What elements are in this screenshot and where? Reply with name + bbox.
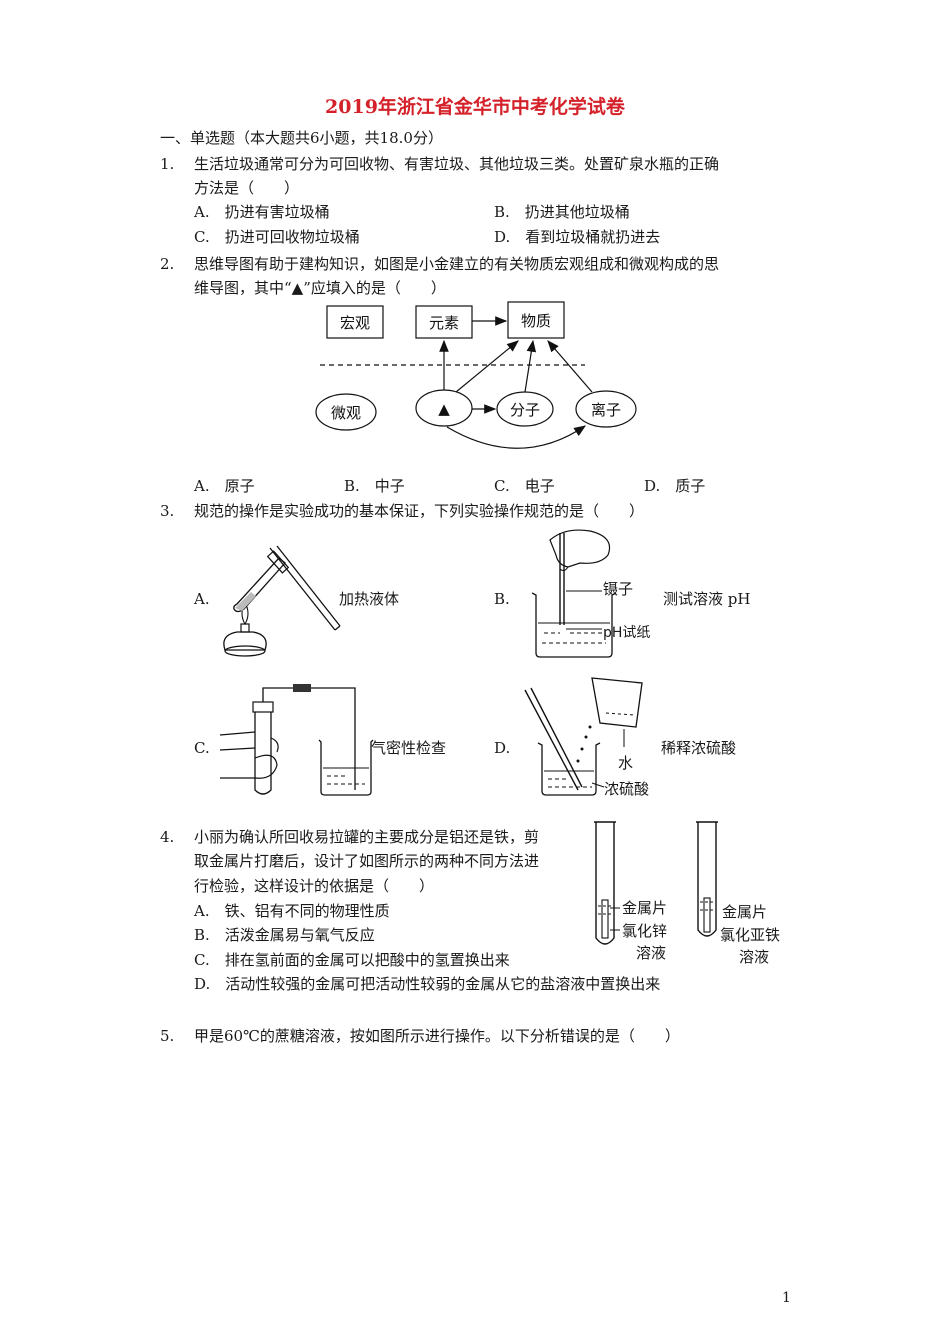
element-box <box>415 305 473 339</box>
q4-option-c: C. 排在氢前面的金属可以把酸中的氢置换出来 <box>194 951 510 969</box>
arrow-triangle-substance <box>455 340 519 393</box>
page-title: 2019年浙江省金华市中考化学试卷 <box>325 96 625 118</box>
q4-stem-line2: 取金属片打磨后，设计了如图所示的两种不同方法进 <box>194 852 540 870</box>
q3-option-b-text: 测试溶液 pH <box>663 590 751 608</box>
q2-option-c: C. 电子 <box>494 477 555 495</box>
q2-stem-line2: 维导图，其中“▲”应填入的是（ ） <box>194 279 446 297</box>
macro-box <box>326 305 384 339</box>
q4-option-d: D. 活动性较强的金属可把活动性较弱的金属从它的盐溶液中置换出来 <box>194 975 661 993</box>
q5-stem: 甲是60℃的蔗糖溶液，按如图所示进行操作。以下分析错误的是（ ） <box>194 1027 680 1045</box>
q3-number: 3. <box>160 502 175 520</box>
micro-label: 微观 <box>331 404 361 422</box>
dilute-acid-illustration <box>524 677 643 796</box>
q5-number: 5. <box>160 1027 175 1045</box>
airtightness-check-illustration <box>219 684 374 796</box>
macro-label: 宏观 <box>340 314 370 332</box>
tube1-solution-label2: 溶液 <box>636 944 667 962</box>
q1-number: 1. <box>160 155 175 173</box>
arrow-molecule-substance <box>524 339 537 393</box>
ph-test-illustration <box>531 529 617 658</box>
ph-paper-label: pH试纸 <box>603 625 651 641</box>
tweezers-label: 镊子 <box>603 580 634 598</box>
substance-box <box>507 301 565 339</box>
molecule-label: 分子 <box>510 401 540 419</box>
q2-stem-line1: 思维导图有助于建构知识，如图是小金建立的有关物质宏观组成和微观构成的思 <box>194 255 720 273</box>
section-heading: 一、单选题（本大题共6小题，共18.0分） <box>160 129 443 147</box>
q3-option-c-text: 气密性检查 <box>371 739 447 757</box>
q3-option-d-text: 稀释浓硫酸 <box>661 739 737 757</box>
q1-option-b: B. 扔进其他垃圾桶 <box>494 203 630 221</box>
q4-option-b: B. 活泼金属易与氧气反应 <box>194 926 375 944</box>
q3-option-a-text: 加热液体 <box>339 590 400 608</box>
micro-ellipse <box>315 393 377 431</box>
tube1-metal-label: 金属片 <box>622 899 668 917</box>
q4-option-a: A. 铁、铝有不同的物理性质 <box>194 902 390 920</box>
q4-number: 4. <box>160 828 175 846</box>
q2-option-a: A. 原子 <box>194 477 255 495</box>
q2-option-d: D. 质子 <box>644 477 706 495</box>
q3-option-a-letter: A. <box>194 590 210 608</box>
arrow-ion-substance <box>547 340 593 393</box>
mind-map-diagram: 宏观 元素 物质 微观 ▲ 分子 离子 <box>315 301 637 449</box>
q3-stem: 规范的操作是实验成功的基本保证，下列实验操作规范的是（ ） <box>194 502 645 520</box>
q3-option-c-letter: C. <box>194 739 210 757</box>
q1-option-d: D. 看到垃圾桶就扔进去 <box>494 228 661 246</box>
element-label: 元素 <box>429 314 459 332</box>
q3-option-b-letter: B. <box>494 590 510 608</box>
q4-stem-line3: 行检验，这样设计的依据是（ ） <box>194 877 435 895</box>
tube1-solution-label: 氯化锌 <box>622 922 668 940</box>
q1-option-a: A. 扔进有害垃圾桶 <box>194 203 330 221</box>
q1-option-c: C. 扔进可回收物垃圾桶 <box>194 228 360 246</box>
q2-number: 2. <box>160 255 175 273</box>
water-label: 水 <box>618 754 634 772</box>
ion-label: 离子 <box>591 401 621 419</box>
page-number: 1 <box>782 1290 791 1306</box>
q1-stem-line2: 方法是（ ） <box>194 179 300 197</box>
q1-stem-line1: 生活垃圾通常可分为可回收物、有害垃圾、其他垃圾三类。处置矿泉水瓶的正确 <box>194 155 720 173</box>
q3-option-d-letter: D. <box>494 739 511 757</box>
q2-option-b: B. 中子 <box>344 477 405 495</box>
tube2-metal-label: 金属片 <box>722 903 768 921</box>
ion-ellipse <box>575 390 637 428</box>
conc-acid-label: 浓硫酸 <box>604 780 650 798</box>
substance-label: 物质 <box>521 312 551 330</box>
q4-stem-line1: 小丽为确认所回收易拉罐的主要成分是铝还是铁，剪 <box>194 828 540 846</box>
arrow-triangle-ion <box>446 425 586 449</box>
tube2-solution-label: 氯化亚铁 <box>720 926 781 944</box>
tube2-solution-label2: 溶液 <box>739 948 770 966</box>
triangle-label: ▲ <box>438 400 450 418</box>
test-tubes-illustration <box>594 821 718 945</box>
heating-liquid-illustration <box>223 545 341 657</box>
